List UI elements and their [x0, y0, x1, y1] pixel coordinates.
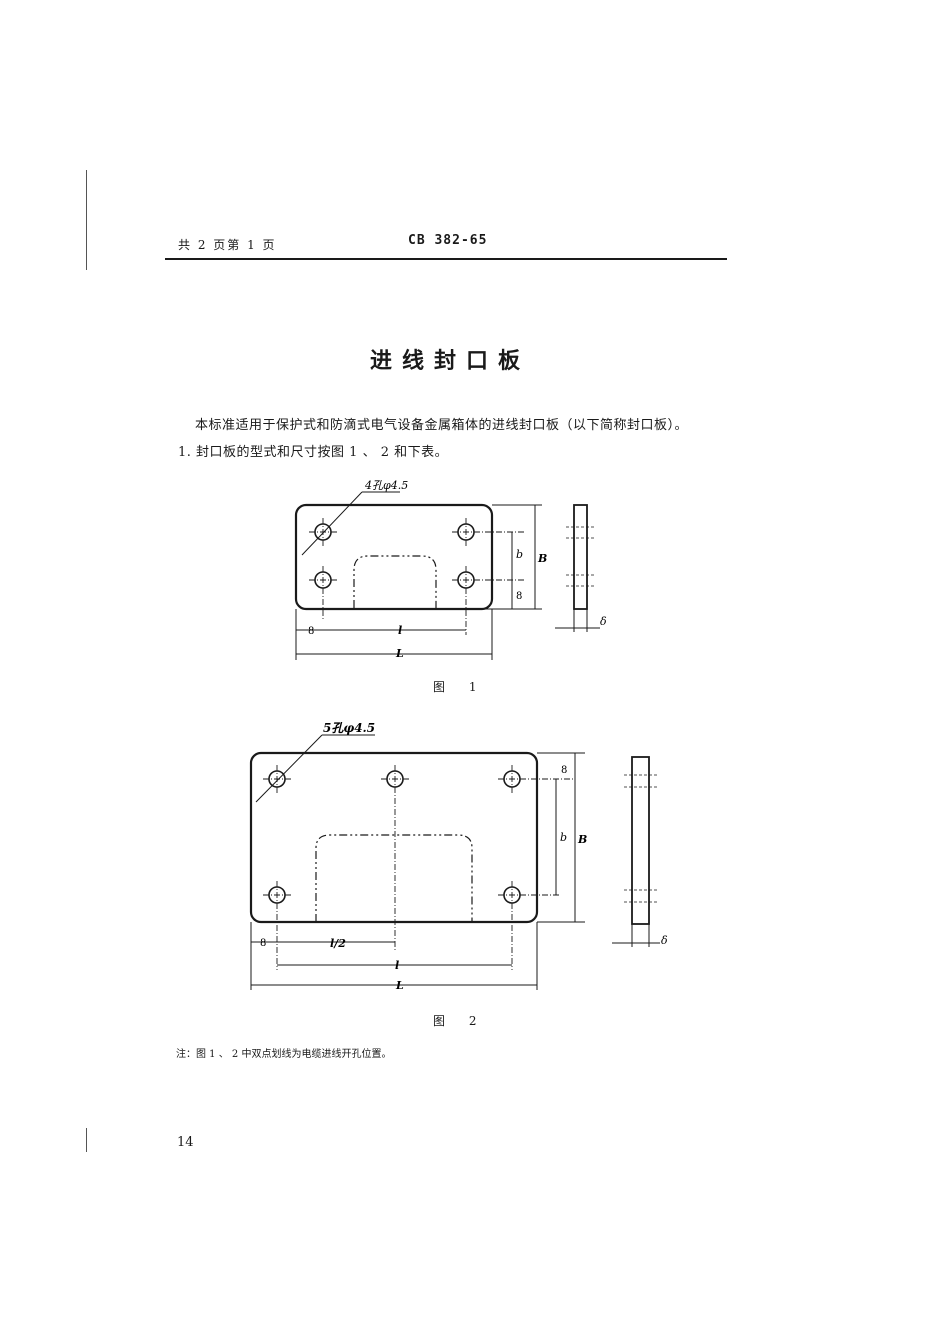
intro-paragraph: 本标准适用于保护式和防滴式电气设备金属箱体的进线封口板（以下简称封口板）。	[195, 418, 689, 433]
fig1-hole-label: 4孔φ4.5	[364, 479, 408, 492]
clause-1: 1. 封口板的型式和尺寸按图 1 、 2 和下表。	[178, 445, 449, 460]
fig2-dim-delta: δ	[661, 934, 668, 947]
figure-2-caption: 图 2	[433, 1014, 487, 1028]
figure-2-drawing: 5孔φ4.5 8 b B 8 l/2 l L δ	[249, 721, 668, 992]
figure-1-drawing: 4孔φ4.5 b B 8 8 l L δ	[294, 479, 607, 660]
hole-leader-line	[301, 491, 363, 556]
figure-note: 注：图 1 、 2 中双点划线为电缆进线开孔位置。	[176, 1049, 392, 1060]
figure-1-caption: 图 1	[433, 680, 487, 694]
fig1-dim-8-right: 8	[516, 591, 522, 602]
fig2-dim-l-half: l/2	[330, 937, 346, 950]
cable-opening-outline	[353, 555, 437, 608]
fig2-dim-8-right: 8	[561, 765, 567, 776]
plate-outline	[294, 503, 494, 611]
fig1-dim-L: L	[395, 647, 404, 660]
page-number: 14	[177, 1135, 194, 1150]
fig2-dim-L: L	[395, 979, 404, 992]
standard-code: CB 382-65	[408, 233, 488, 248]
fig1-dim-delta: δ	[600, 615, 607, 628]
scan-margin-mark	[86, 170, 87, 270]
scan-margin-mark	[86, 1128, 87, 1152]
page-info: 共 2 页第 1 页	[178, 238, 277, 252]
side-view-plate	[631, 756, 650, 925]
mounting-holes	[268, 770, 521, 904]
side-view-plate	[573, 504, 588, 610]
fig2-dim-8-left: 8	[260, 938, 266, 949]
fig1-dim-B: B	[537, 552, 547, 565]
fig1-dim-8-left: 8	[308, 626, 314, 637]
hole-leader-line	[255, 734, 323, 803]
header-rule	[165, 258, 727, 260]
page-title: 进线封口板	[369, 349, 530, 374]
fig2-dim-l: l	[395, 959, 399, 972]
cable-opening-outline	[315, 834, 473, 922]
plate-outline	[249, 751, 539, 924]
fig1-dim-b: b	[516, 548, 523, 561]
fig2-dim-b: b	[560, 831, 567, 844]
fig1-dim-l: l	[398, 624, 402, 637]
fig2-dim-B: B	[577, 833, 587, 846]
fig2-hole-label: 5孔φ4.5	[323, 721, 375, 735]
